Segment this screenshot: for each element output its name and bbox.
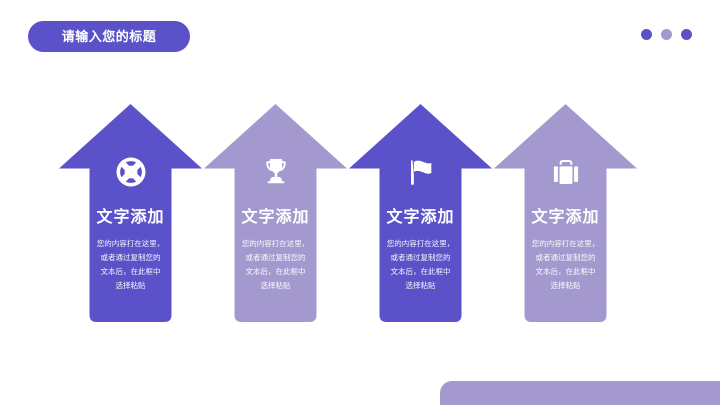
- arrow-body-3: 您的内容打在这里， 或者通过复制您的 文本后，在此框中 选择粘贴: [368, 237, 474, 293]
- slide-title-pill[interactable]: 请输入您的标题: [28, 21, 190, 52]
- briefcase-icon: [549, 155, 583, 189]
- arrow-body-2: 您的内容打在这里， 或者通过复制您的 文本后，在此框中 选择粘贴: [223, 237, 329, 293]
- arrow-content-4: 文字添加 您的内容打在这里， 或者通过复制您的 文本后，在此框中 选择粘贴: [493, 103, 638, 323]
- arrow-card-1[interactable]: 文字添加 您的内容打在这里， 或者通过复制您的 文本后，在此框中 选择粘贴: [58, 103, 203, 323]
- flag-icon: [404, 155, 438, 189]
- arrow-body-line: 文本后，在此框中: [535, 266, 596, 276]
- arrow-shape-1: [59, 104, 202, 322]
- slide-title-text: 请输入您的标题: [61, 29, 157, 44]
- arrow-body-1: 您的内容打在这里， 或者通过复制您的 文本后，在此框中 选择粘贴: [78, 237, 184, 293]
- arrow-body-4: 您的内容打在这里， 或者通过复制您的 文本后，在此框中 选择粘贴: [513, 237, 619, 293]
- arrow-body-line: 文本后，在此框中: [100, 266, 161, 276]
- decor-dot-3: [681, 29, 692, 40]
- arrow-body-line: 文本后，在此框中: [390, 266, 451, 276]
- arrow-card-3[interactable]: 文字添加 您的内容打在这里， 或者通过复制您的 文本后，在此框中 选择粘贴: [348, 103, 493, 323]
- arrow-shape-2: [204, 104, 347, 322]
- arrow-body-line: 选择粘贴: [115, 280, 146, 290]
- arrow-body-line: 或者通过复制您的: [245, 252, 306, 262]
- arrow-body-line: 或者通过复制您的: [390, 252, 451, 262]
- arrow-body-line: 您的内容打在这里，: [96, 239, 165, 248]
- arrow-card-2[interactable]: 文字添加 您的内容打在这里， 或者通过复制您的 文本后，在此框中 选择粘贴: [203, 103, 348, 323]
- arrow-shape-3: [349, 104, 492, 322]
- arrow-content-3: 文字添加 您的内容打在这里， 或者通过复制您的 文本后，在此框中 选择粘贴: [348, 103, 493, 323]
- arrow-body-line: 您的内容打在这里，: [241, 239, 310, 248]
- decor-dot-1: [641, 29, 652, 40]
- arrow-body-line: 选择粘贴: [260, 280, 291, 290]
- arrow-title-3: 文字添加: [386, 209, 455, 226]
- arrow-shape-4: [494, 104, 637, 322]
- bottom-decor-bar: [440, 381, 720, 405]
- lifebuoy-icon: [114, 155, 148, 189]
- arrow-card-4[interactable]: 文字添加 您的内容打在这里， 或者通过复制您的 文本后，在此框中 选择粘贴: [493, 103, 638, 323]
- arrow-title-2: 文字添加: [241, 209, 310, 226]
- arrow-title-4: 文字添加: [531, 209, 600, 226]
- decor-dots-group: [641, 29, 692, 40]
- arrow-content-2: 文字添加 您的内容打在这里， 或者通过复制您的 文本后，在此框中 选择粘贴: [203, 103, 348, 323]
- arrow-body-line: 您的内容打在这里，: [531, 239, 600, 248]
- decor-dot-2: [661, 29, 672, 40]
- arrow-body-line: 选择粘贴: [550, 280, 581, 290]
- arrow-body-line: 或者通过复制您的: [100, 252, 161, 262]
- arrow-body-line: 或者通过复制您的: [535, 252, 596, 262]
- arrow-title-1: 文字添加: [96, 209, 165, 226]
- arrow-body-line: 您的内容打在这里，: [386, 239, 455, 248]
- arrow-body-line: 选择粘贴: [405, 280, 436, 290]
- arrow-content-1: 文字添加 您的内容打在这里， 或者通过复制您的 文本后，在此框中 选择粘贴: [58, 103, 203, 323]
- trophy-icon: [259, 155, 293, 189]
- arrow-body-line: 文本后，在此框中: [245, 266, 306, 276]
